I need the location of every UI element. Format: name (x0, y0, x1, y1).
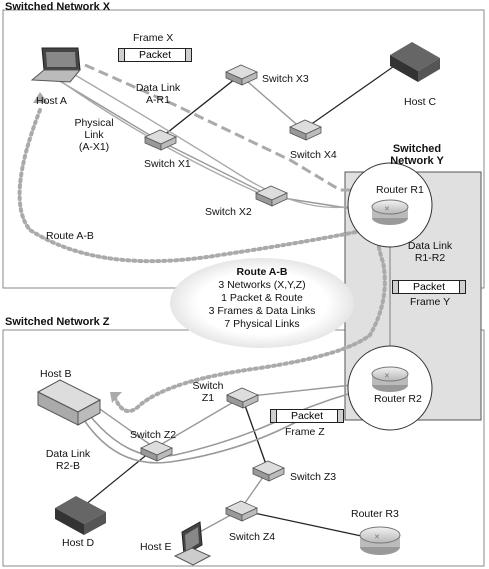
data-link-r1-r2-label: Data Link R1-R2 (400, 240, 460, 264)
route-summary-packet-route: 1 Packet & Route (221, 292, 303, 304)
host-d-server-icon (55, 496, 106, 535)
host-e-label: Host E (140, 541, 172, 553)
switch-z3-label: Switch Z3 (290, 471, 337, 483)
route-a-b-arrowhead-bottom (110, 392, 122, 403)
packet-y: Packet (392, 280, 466, 294)
router-r1-label: Router R1 (376, 184, 424, 196)
data-link-r2-b-label-line1: Data Link (45, 448, 91, 460)
frame-z-label: Frame Z (285, 426, 325, 438)
host-a-label: Host A (36, 95, 67, 107)
host-a-laptop-icon (30, 47, 82, 83)
switch-z1-label-line1: Switch (192, 380, 224, 392)
route-summary-title: Route A-B (236, 266, 288, 278)
frame-x-path (84, 63, 365, 192)
network-y-title: Switched Network Y (382, 143, 452, 167)
switch-z2-label: Switch Z2 (130, 429, 177, 441)
data-link-r1-r2-label-line1: Data Link (407, 240, 453, 252)
data-link-a-r1-label: Data Link A-R1 (128, 82, 188, 106)
route-summary-frames: 3 Frames & Data Links (208, 305, 316, 317)
switch-z1-label: Switch Z1 (190, 380, 226, 404)
physical-link-label: Physical Link (A-X1) (66, 117, 122, 153)
switch-x1-label: Switch X1 (144, 158, 191, 170)
physical-links-dark (84, 61, 401, 541)
switch-x2-label: Switch X2 (205, 206, 252, 218)
svg-text:✕: ✕ (374, 534, 380, 541)
switch-z4-label: Switch Z4 (229, 531, 276, 543)
host-b-server-icon (36, 379, 102, 426)
summary-glow (170, 258, 354, 348)
host-c-label: Host C (404, 96, 437, 108)
svg-text:✕: ✕ (384, 206, 390, 213)
route-a-b-arrowhead-top (33, 92, 48, 103)
router-r1-icon: ✕ (371, 199, 409, 225)
packet-z: Packet (270, 409, 344, 423)
router-r2-label: Router R2 (374, 393, 422, 405)
switch-z1-label-line2: Z1 (201, 392, 215, 404)
host-b-label: Host B (40, 368, 72, 380)
frame-x-label: Frame X (133, 32, 174, 44)
data-link-a-r1-label-line2: A-R1 (146, 94, 170, 106)
host-c-server-icon (390, 42, 440, 82)
host-e-workstation-icon (173, 521, 212, 566)
data-link-r2-b-label-line2: R2-B (56, 460, 80, 472)
data-link-r2-b (74, 387, 371, 464)
physical-link-label-line1: Physical (74, 117, 114, 129)
data-link-r2-b-label: Data Link R2-B (40, 448, 96, 472)
host-d-label: Host D (62, 537, 95, 549)
physical-link-label-line3: (A-X1) (78, 141, 110, 153)
router-r3-icon: ✕ (359, 526, 401, 555)
switch-x4-label: Switch X4 (290, 149, 337, 161)
router-r3-label: Router R3 (351, 508, 399, 520)
data-link-a-r1-label-line1: Data Link (135, 82, 181, 94)
route-a-b-path (17, 108, 387, 414)
network-y-title-line2: Network Y (390, 155, 444, 167)
route-summary-physical-links: 7 Physical Links (224, 318, 300, 330)
router-r2-icon: ✕ (371, 366, 409, 392)
network-z-title: Switched Network Z (5, 316, 110, 328)
frame-y-label: Frame Y (410, 296, 451, 308)
switch-icons (140, 64, 322, 522)
route-summary: Route A-B 3 Networks (X,Y,Z) 1 Packet & … (182, 266, 342, 331)
svg-text:✕: ✕ (384, 373, 390, 380)
network-y-title-line1: Switched (392, 143, 442, 155)
data-link-r1-r2-label-line2: R1-R2 (414, 252, 446, 264)
route-summary-networks: 3 Networks (X,Y,Z) (218, 279, 306, 291)
switch-x3-label: Switch X3 (262, 73, 309, 85)
route-a-b-label: Route A-B (46, 230, 94, 242)
physical-link-label-line2: Link (84, 129, 104, 141)
network-x-title: Switched Network X (5, 1, 111, 13)
packet-x: Packet (118, 48, 192, 62)
